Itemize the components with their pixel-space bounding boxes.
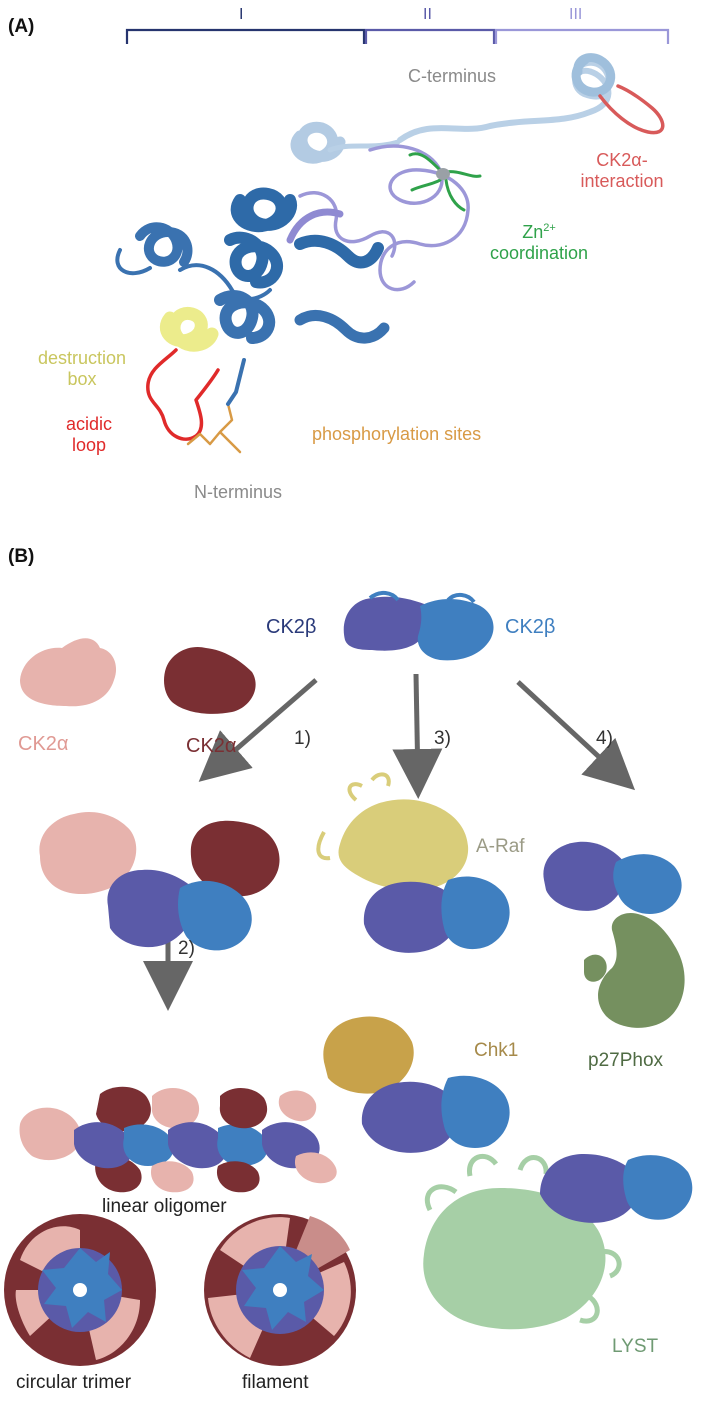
circular-trimer-center-hole (73, 1283, 87, 1297)
arrow-step-3 (392, 673, 443, 799)
ck2a-dark-label: CK2α (186, 735, 237, 757)
destruction-box-helix (159, 306, 219, 352)
ck2a-interaction-label: CK2α- interaction (580, 150, 664, 191)
ck2b-right-label: CK2β (505, 616, 556, 638)
c-terminus-label: C-terminus (408, 66, 497, 86)
araf-complex (316, 772, 510, 953)
filament-label: filament (242, 1372, 309, 1393)
arrow-step-1 (198, 678, 318, 782)
ck2-holoenzyme (39, 811, 280, 951)
n-terminus-label: N-terminus (194, 482, 283, 502)
domain-bracket-i (125, 28, 366, 44)
ck2a-light-label: CK2α (18, 733, 69, 755)
ck2a-interaction-loop (598, 84, 665, 135)
domain-label-ii: II (423, 6, 432, 23)
chk1-label: Chk1 (474, 1040, 519, 1061)
circular-trimer-label: circular trimer (16, 1372, 132, 1393)
filament-ring (204, 1214, 356, 1366)
acidic-loop-label: acidic loop (65, 414, 113, 455)
panel-b-letter: (B) (8, 546, 35, 567)
linear-oligomer-label: linear oligomer (102, 1196, 227, 1217)
domain-bracket-ii (364, 28, 496, 44)
ck2a-light-monomer (20, 638, 117, 707)
phosphorylation-sites-label: phosphorylation sites (312, 424, 482, 444)
zn-coordination-loops (408, 152, 482, 212)
zn-label: Zn (522, 222, 544, 242)
arrow-step-4 (516, 680, 636, 791)
zinc-ion (436, 168, 450, 180)
ck2b-dimer-top (343, 591, 494, 661)
acidic-loop (146, 348, 220, 441)
domain-bracket-iii (494, 28, 670, 44)
domain-label-iii: III (569, 6, 583, 23)
step-1-label: 1) (294, 728, 311, 749)
panel-a-letter: (A) (8, 16, 35, 37)
lyst-label: LYST (612, 1336, 659, 1357)
ck2b-left-label: CK2β (266, 616, 317, 638)
araf-label: A-Raf (476, 836, 525, 857)
ck2a-dark-monomer (164, 646, 256, 714)
filament-center-hole (273, 1283, 287, 1297)
circular-trimer (4, 1214, 156, 1366)
domain-label-i: I (239, 6, 244, 23)
destruction-box-label: destruction box (37, 348, 127, 389)
step-4-label: 4) (596, 728, 613, 749)
p27phox-complex (543, 841, 685, 1028)
zn-charge-label: 2+ (543, 222, 556, 234)
zn-coordination-label: Zn2+ coordination (484, 222, 594, 263)
coordination-label: coordination (489, 242, 589, 263)
step-2-label: 2) (178, 938, 195, 959)
phosphorylation-site-sticks (186, 402, 242, 454)
lyst-complex (423, 1153, 693, 1330)
chk1-complex (323, 1016, 510, 1153)
linear-oligomer (19, 1086, 337, 1193)
p27phox-label: p27Phox (588, 1050, 664, 1071)
ck2b-ribbon-structure (115, 53, 665, 454)
step-3-label: 3) (434, 728, 451, 749)
